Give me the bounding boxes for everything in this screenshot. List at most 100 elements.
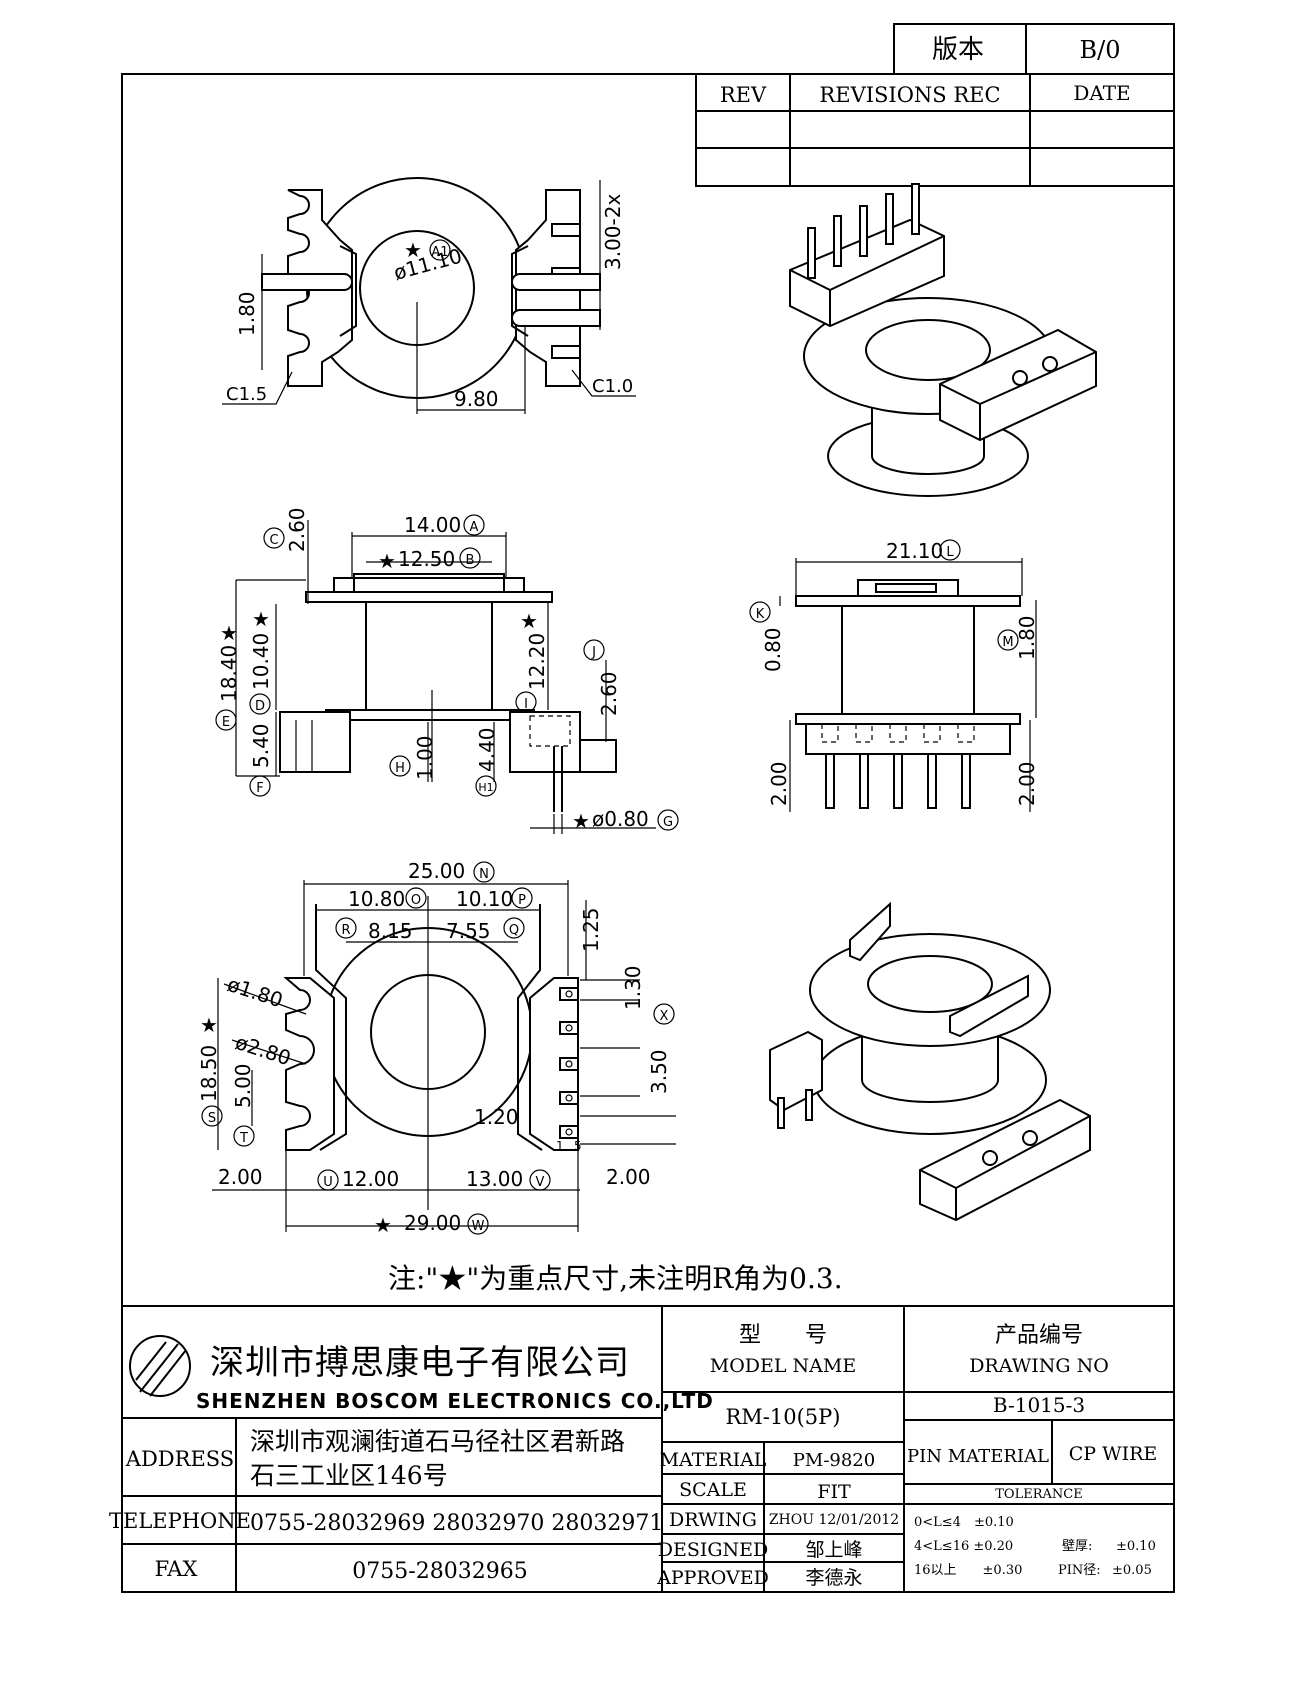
approved-label: APPROVED bbox=[656, 1567, 769, 1589]
marker-a1: A1 bbox=[431, 245, 448, 260]
drawing-note: 注:"★"为重点尺寸,未注明R角为0.3. bbox=[388, 1262, 843, 1295]
pin-material-value: CP WIRE bbox=[1069, 1443, 1158, 1465]
dim-5-00: 5.00 bbox=[231, 1063, 255, 1108]
designed-label: DESIGNED bbox=[658, 1539, 769, 1561]
dim-18-50: 18.50 bbox=[197, 1045, 221, 1102]
dim-10-80: 10.80 bbox=[348, 887, 405, 911]
marker-d: D bbox=[255, 699, 265, 714]
iso-view-top bbox=[789, 183, 1097, 497]
star-i: ★ bbox=[520, 609, 538, 633]
side-view: 21.10 L K 0.80 M 1.80 2.00 2.00 bbox=[749, 539, 1039, 812]
star-g: ★ bbox=[572, 809, 590, 833]
bottom-right-clip bbox=[529, 977, 579, 1151]
marker-m: M bbox=[1002, 635, 1013, 650]
drwing-value: ZHOU 12/01/2012 bbox=[769, 1512, 899, 1528]
approved-value: 李德永 bbox=[805, 1567, 862, 1589]
drawing-label-cn: 产品编号 bbox=[995, 1323, 1083, 1348]
tolerance-label: TOLERANCE bbox=[995, 1487, 1082, 1502]
marker-p: P bbox=[518, 893, 526, 908]
dim-5-40: 5.40 bbox=[249, 723, 273, 768]
marker-e: E bbox=[222, 715, 230, 730]
star-d: ★ bbox=[252, 607, 270, 631]
dim-25-00: 25.00 bbox=[408, 859, 465, 883]
dim-1-20: 1.20 bbox=[474, 1105, 519, 1129]
dim-2-00-side-left: 2.00 bbox=[767, 761, 791, 806]
dim-12-50: 12.50 bbox=[398, 547, 455, 571]
address-line-1: 深圳市观澜街道石马径社区君新路 bbox=[250, 1427, 625, 1456]
marker-a: A bbox=[470, 520, 479, 535]
dim-14-00: 14.00 bbox=[404, 513, 461, 537]
revision-table: REV REVISIONS REC DATE bbox=[695, 73, 1175, 187]
marker-h: H bbox=[395, 761, 405, 776]
marker-v: V bbox=[536, 1175, 545, 1190]
top-right-guide bbox=[511, 245, 529, 337]
version-value: B/0 bbox=[1080, 36, 1121, 64]
dim-10-40: 10.40 bbox=[249, 633, 273, 690]
pin-dia-value: ±0.05 bbox=[1112, 1563, 1152, 1578]
front-core-tube bbox=[365, 601, 493, 711]
marker-g: G bbox=[663, 815, 673, 830]
dim-1-00: 1.00 bbox=[413, 735, 437, 780]
dim-c1-0: C1.0 bbox=[592, 376, 633, 397]
model-label-cn: 型 号 bbox=[739, 1323, 827, 1348]
dim-2-00-right: 2.00 bbox=[606, 1165, 651, 1189]
marker-b: B bbox=[466, 553, 475, 568]
bottom-left-guide bbox=[315, 904, 347, 1151]
dim-3-50: 3.50 bbox=[647, 1049, 671, 1094]
top-right-pin-2 bbox=[511, 309, 601, 327]
dim-2-60-right: 2.60 bbox=[597, 671, 621, 716]
top-left-pin bbox=[261, 273, 353, 291]
dim-12-20: 12.20 bbox=[525, 633, 549, 690]
star-e: ★ bbox=[220, 621, 238, 645]
pin-dia-label: PIN径: bbox=[1058, 1563, 1101, 1578]
front-view: 14.00 A ★ 12.50 B ★ 18.40 E ★ 10.40 D 2.… bbox=[215, 507, 679, 834]
company-logo bbox=[129, 1335, 191, 1397]
dim-1-30: 1.30 bbox=[621, 965, 645, 1010]
revisions-rec-header: REVISIONS REC bbox=[819, 83, 1000, 107]
dim-10-10: 10.10 bbox=[456, 887, 513, 911]
material-value: PM-9820 bbox=[793, 1450, 875, 1471]
marker-w: W bbox=[472, 1219, 485, 1234]
side-top-flange bbox=[795, 595, 1021, 607]
date-header: DATE bbox=[1073, 81, 1130, 105]
dim-3-00-2x: 3.00-2x bbox=[601, 194, 625, 270]
pin-label-5: 5 bbox=[574, 1139, 582, 1153]
material-label: MATERIAL bbox=[660, 1449, 767, 1471]
dim-12-00: 12.00 bbox=[342, 1167, 399, 1191]
model-value: RM-10(5P) bbox=[725, 1405, 840, 1429]
rev-header: REV bbox=[720, 83, 767, 107]
dim-2-00-left: 2.00 bbox=[218, 1165, 263, 1189]
marker-i: I bbox=[524, 697, 528, 712]
marker-s: S bbox=[208, 1111, 216, 1126]
marker-t: T bbox=[239, 1131, 248, 1146]
top-right-slot-1 bbox=[551, 223, 581, 237]
title-block: 深圳市搏思康电子有限公司 SHENZHEN BOSCOM ELECTRONICS… bbox=[109, 1305, 1175, 1593]
bottom-left-clip bbox=[283, 977, 335, 1151]
iso-top-pins bbox=[807, 183, 920, 279]
tolerance-2: 4<L≤16 ±0.20 bbox=[914, 1539, 1013, 1554]
version-box: 版本 B/0 bbox=[893, 23, 1175, 75]
company-name-cn: 深圳市搏思康电子有限公司 bbox=[210, 1343, 630, 1383]
star-w: ★ bbox=[374, 1213, 392, 1237]
model-label-en: MODEL NAME bbox=[710, 1355, 856, 1377]
company-name-en: SHENZHEN BOSCOM ELECTRONICS CO.,LTD bbox=[196, 1389, 714, 1413]
star-s: ★ bbox=[200, 1013, 218, 1037]
star-a1: ★ bbox=[404, 238, 422, 262]
telephone-label: TELEPHONE bbox=[109, 1509, 251, 1533]
address-label: ADDRESS bbox=[125, 1447, 234, 1471]
dim-1-80-side: 1.80 bbox=[1015, 615, 1039, 660]
bottom-view: 1 5 25.00 N 10.80 O 10.10 P R 8.15 7.55 … bbox=[197, 859, 676, 1237]
side-base bbox=[805, 723, 1011, 755]
marker-o: O bbox=[411, 893, 421, 908]
side-bottom-flange bbox=[795, 713, 1021, 725]
dim-c1-5: C1.5 bbox=[226, 384, 267, 405]
scale-value: FIT bbox=[817, 1481, 851, 1503]
tolerance-3: 16以上 ±0.30 bbox=[914, 1563, 1022, 1578]
drwing-label: DRWING bbox=[669, 1509, 757, 1531]
wall-value: ±0.10 bbox=[1116, 1539, 1156, 1554]
top-view: 1.80 3.00-2x 9.80 ø11.10 ★ A1 C1.5 C1.0 bbox=[222, 177, 636, 414]
side-pin-housings bbox=[821, 723, 975, 743]
drawing-value: B-1015-3 bbox=[993, 1393, 1085, 1417]
dim-1-25: 1.25 bbox=[579, 907, 603, 952]
side-core-tube bbox=[841, 605, 975, 715]
